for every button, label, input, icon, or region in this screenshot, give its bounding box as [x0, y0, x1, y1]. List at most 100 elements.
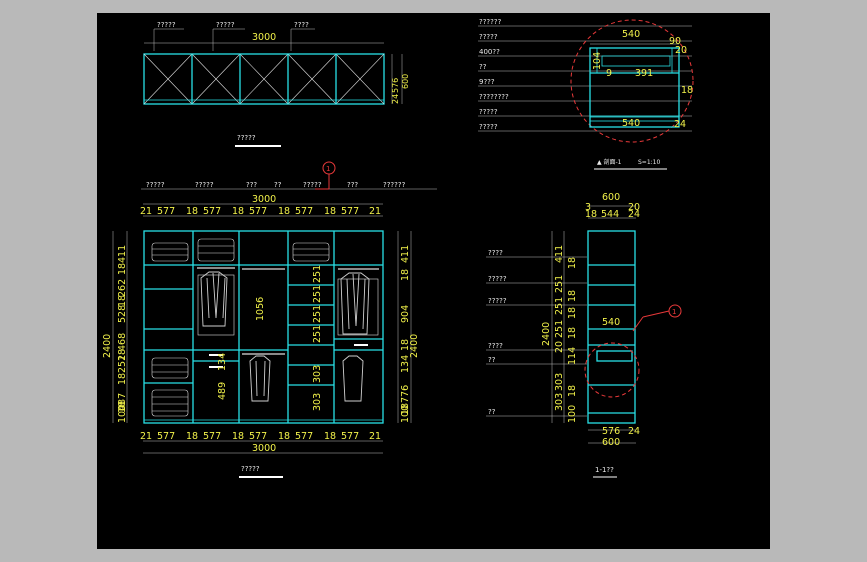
svg-text:S=1:10: S=1:10: [638, 159, 660, 166]
svg-text:90: 90: [669, 36, 681, 47]
svg-text:303: 303: [312, 393, 323, 411]
svg-text:576: 576: [602, 426, 620, 437]
top-callout-lines: [153, 28, 315, 51]
width-segment-label: 577: [203, 431, 221, 442]
svg-text:600: 600: [602, 437, 620, 448]
svg-text:104: 104: [592, 52, 603, 70]
drawing-canvas[interactable]: ????? ????? ???? 3000 576 600 24 ????? ?…: [97, 13, 770, 549]
left-height-dim: 468: [117, 333, 128, 351]
folded-clothes: [151, 238, 379, 417]
side-height-dim: 18: [567, 307, 578, 319]
side-height-dim: 18: [567, 257, 578, 269]
svg-text:?????: ?????: [195, 181, 214, 189]
right-height-dim: 18: [400, 339, 411, 351]
svg-text:3000: 3000: [252, 443, 276, 454]
width-segment-label: 18: [278, 431, 290, 442]
svg-text:??: ??: [488, 408, 496, 416]
width-segment-label: 18: [186, 431, 198, 442]
width-segment-label: 577: [157, 206, 175, 217]
svg-text:251: 251: [312, 305, 323, 323]
front-height-dim: 2400: [102, 334, 113, 358]
width-segment-label: 21: [369, 206, 381, 217]
left-height-dim: 18: [117, 295, 128, 307]
side-height-dim: 18: [567, 385, 578, 397]
svg-text:400??: 400??: [479, 48, 500, 56]
width-segment-label: 18: [232, 431, 244, 442]
svg-text:?????: ?????: [146, 181, 165, 189]
left-height-dim: 487: [117, 393, 128, 411]
side-height-dim: 411: [554, 245, 565, 263]
svg-text:391: 391: [635, 68, 653, 79]
left-height-dim: 100: [117, 405, 128, 423]
width-segment-label: 21: [140, 431, 152, 442]
svg-text:540: 540: [622, 118, 640, 129]
svg-text:??????: ??????: [479, 18, 502, 26]
right-height-dim: 904: [400, 305, 411, 323]
side-height-dim: 18: [567, 327, 578, 339]
side-section-title: 1-1??: [595, 466, 614, 474]
hanging-clothes: [200, 271, 370, 402]
width-segment-label: 18: [324, 206, 336, 217]
svg-text:24: 24: [674, 119, 686, 130]
width-segment-label: 577: [341, 206, 359, 217]
svg-text:251: 251: [312, 265, 323, 283]
svg-text:540: 540: [602, 317, 620, 328]
width-segment-label: 577: [295, 206, 313, 217]
detail-caption: ▲ 剖面-1: [597, 158, 622, 166]
width-segment-label: 21: [140, 206, 152, 217]
side-section: 600 3 20 544 18 24 540 1 ???? ????? ????…: [486, 192, 682, 478]
top-width-dim: 3000: [252, 32, 276, 43]
right-height-dim: 776: [400, 385, 411, 403]
svg-text:2400: 2400: [541, 322, 552, 346]
width-segment-label: 18: [232, 206, 244, 217]
side-height-dim: 18: [567, 290, 578, 302]
width-segment-label: 577: [249, 206, 267, 217]
svg-text:??: ??: [274, 181, 282, 189]
width-segment-label: 18: [324, 431, 336, 442]
svg-text:????: ????: [488, 249, 503, 257]
right-height-dim: 134: [400, 355, 411, 373]
side-height-dim: 251: [554, 275, 565, 293]
section-marker: 1: [326, 165, 330, 173]
svg-text:24: 24: [391, 94, 400, 104]
side-marker: 1: [672, 308, 676, 316]
svg-text:9???: 9???: [479, 78, 495, 86]
right-height-dim: 18: [400, 403, 411, 415]
svg-text:489: 489: [217, 382, 228, 400]
svg-text:303: 303: [312, 365, 323, 383]
svg-text:24: 24: [628, 209, 640, 220]
svg-text:????????: ????????: [479, 93, 509, 101]
left-height-dim: 528: [117, 305, 128, 323]
svg-text:18: 18: [585, 209, 597, 220]
left-height-dim: 18: [117, 349, 128, 361]
cad-drawing: ????? ????? ???? 3000 576 600 24 ????? ?…: [102, 18, 694, 478]
side-height-dim: 303: [554, 373, 565, 391]
svg-text:134: 134: [217, 353, 228, 371]
svg-text:540: 540: [622, 29, 640, 40]
width-segment-label: 577: [157, 431, 175, 442]
right-height-dim: 100: [400, 405, 411, 423]
side-height-dim: 20: [554, 341, 565, 353]
width-segment-label: 577: [203, 206, 221, 217]
left-height-dim: 252: [117, 355, 128, 373]
svg-text:20: 20: [675, 45, 687, 56]
svg-text:600: 600: [602, 192, 620, 203]
left-height-dim: 18: [117, 401, 128, 413]
svg-text:??: ??: [479, 63, 487, 71]
svg-text:?????: ?????: [303, 181, 322, 189]
side-height-dim: 303: [554, 393, 565, 411]
left-height-dim: 18: [117, 373, 128, 385]
top-callout-2: ?????: [216, 21, 235, 29]
svg-text:????: ????: [488, 342, 503, 350]
svg-text:2400: 2400: [409, 334, 420, 358]
svg-text:?????: ?????: [479, 108, 498, 116]
top-elevation-title: ?????: [237, 134, 256, 142]
left-height-dim: 262: [117, 279, 128, 297]
svg-text:251: 251: [312, 285, 323, 303]
svg-text:576: 576: [391, 78, 400, 93]
svg-text:1056: 1056: [255, 297, 266, 321]
width-segment-label: 577: [249, 431, 267, 442]
front-elevation-title: ?????: [241, 465, 260, 473]
left-height-dim: 411: [117, 245, 128, 263]
right-height-dim: 411: [400, 245, 411, 263]
